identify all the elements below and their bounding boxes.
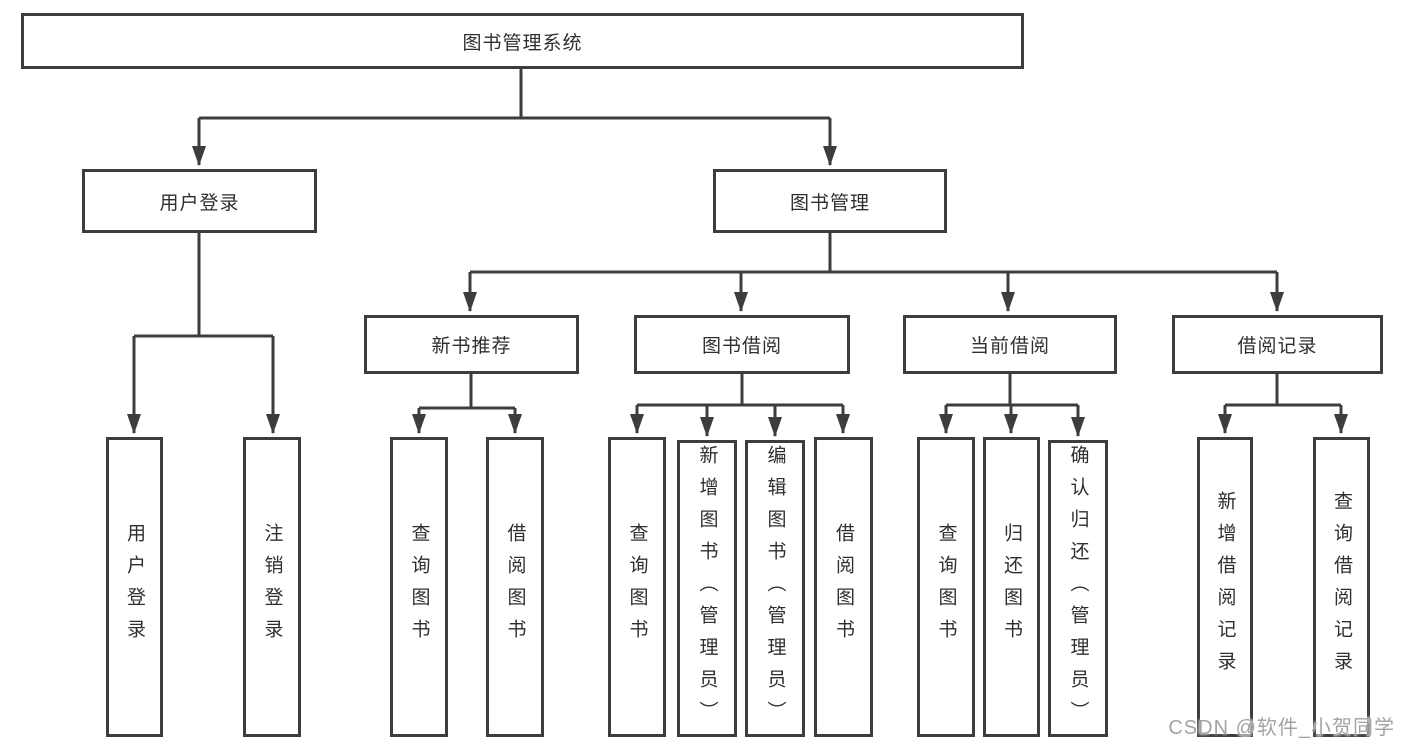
leaf-label: 确认归还（管理员） (1067, 444, 1089, 733)
node-user-login: 用户登录 (82, 169, 317, 233)
leaf-label: 查询图书 (408, 523, 430, 651)
leaf-query-book-recommend: 查询图书 (390, 437, 448, 737)
leaf-add-book-admin: 新增图书（管理员） (677, 440, 737, 737)
leaf-label: 查询图书 (935, 523, 957, 651)
leaf-query-book-current: 查询图书 (917, 437, 975, 737)
leaf-borrow-book-recommend: 借阅图书 (486, 437, 544, 737)
leaf-confirm-return-admin: 确认归还（管理员） (1048, 440, 1108, 737)
leaf-label: 借阅图书 (833, 523, 854, 651)
leaf-label: 编辑图书（管理员） (764, 444, 786, 733)
leaf-label: 新增借阅记录 (1214, 491, 1236, 683)
leaf-borrow-book: 借阅图书 (814, 437, 873, 737)
node-root-library-system: 图书管理系统 (21, 13, 1024, 69)
leaf-label: 查询借阅记录 (1331, 491, 1352, 683)
node-borrow-record: 借阅记录 (1172, 315, 1383, 374)
leaf-add-borrow-record: 新增借阅记录 (1197, 437, 1253, 737)
leaf-query-borrow-record: 查询借阅记录 (1313, 437, 1370, 737)
node-new-book-recommend: 新书推荐 (364, 315, 579, 374)
leaf-query-book-borrow: 查询图书 (608, 437, 666, 737)
node-current-borrow: 当前借阅 (903, 315, 1117, 374)
leaf-label: 注销登录 (261, 523, 283, 651)
leaf-label: 用户登录 (124, 523, 145, 651)
leaf-logout: 注销登录 (243, 437, 301, 737)
node-book-borrow: 图书借阅 (634, 315, 850, 374)
leaf-label: 查询图书 (626, 523, 648, 651)
node-book-management: 图书管理 (713, 169, 947, 233)
leaf-label: 借阅图书 (504, 523, 526, 651)
leaf-label: 新增图书（管理员） (696, 444, 718, 733)
leaf-user-login: 用户登录 (106, 437, 163, 737)
leaf-edit-book-admin: 编辑图书（管理员） (745, 440, 805, 737)
csdn-watermark: CSDN @软件_小贺同学 (1168, 717, 1395, 739)
leaf-label: 归还图书 (1001, 523, 1022, 651)
leaf-return-book: 归还图书 (983, 437, 1040, 737)
